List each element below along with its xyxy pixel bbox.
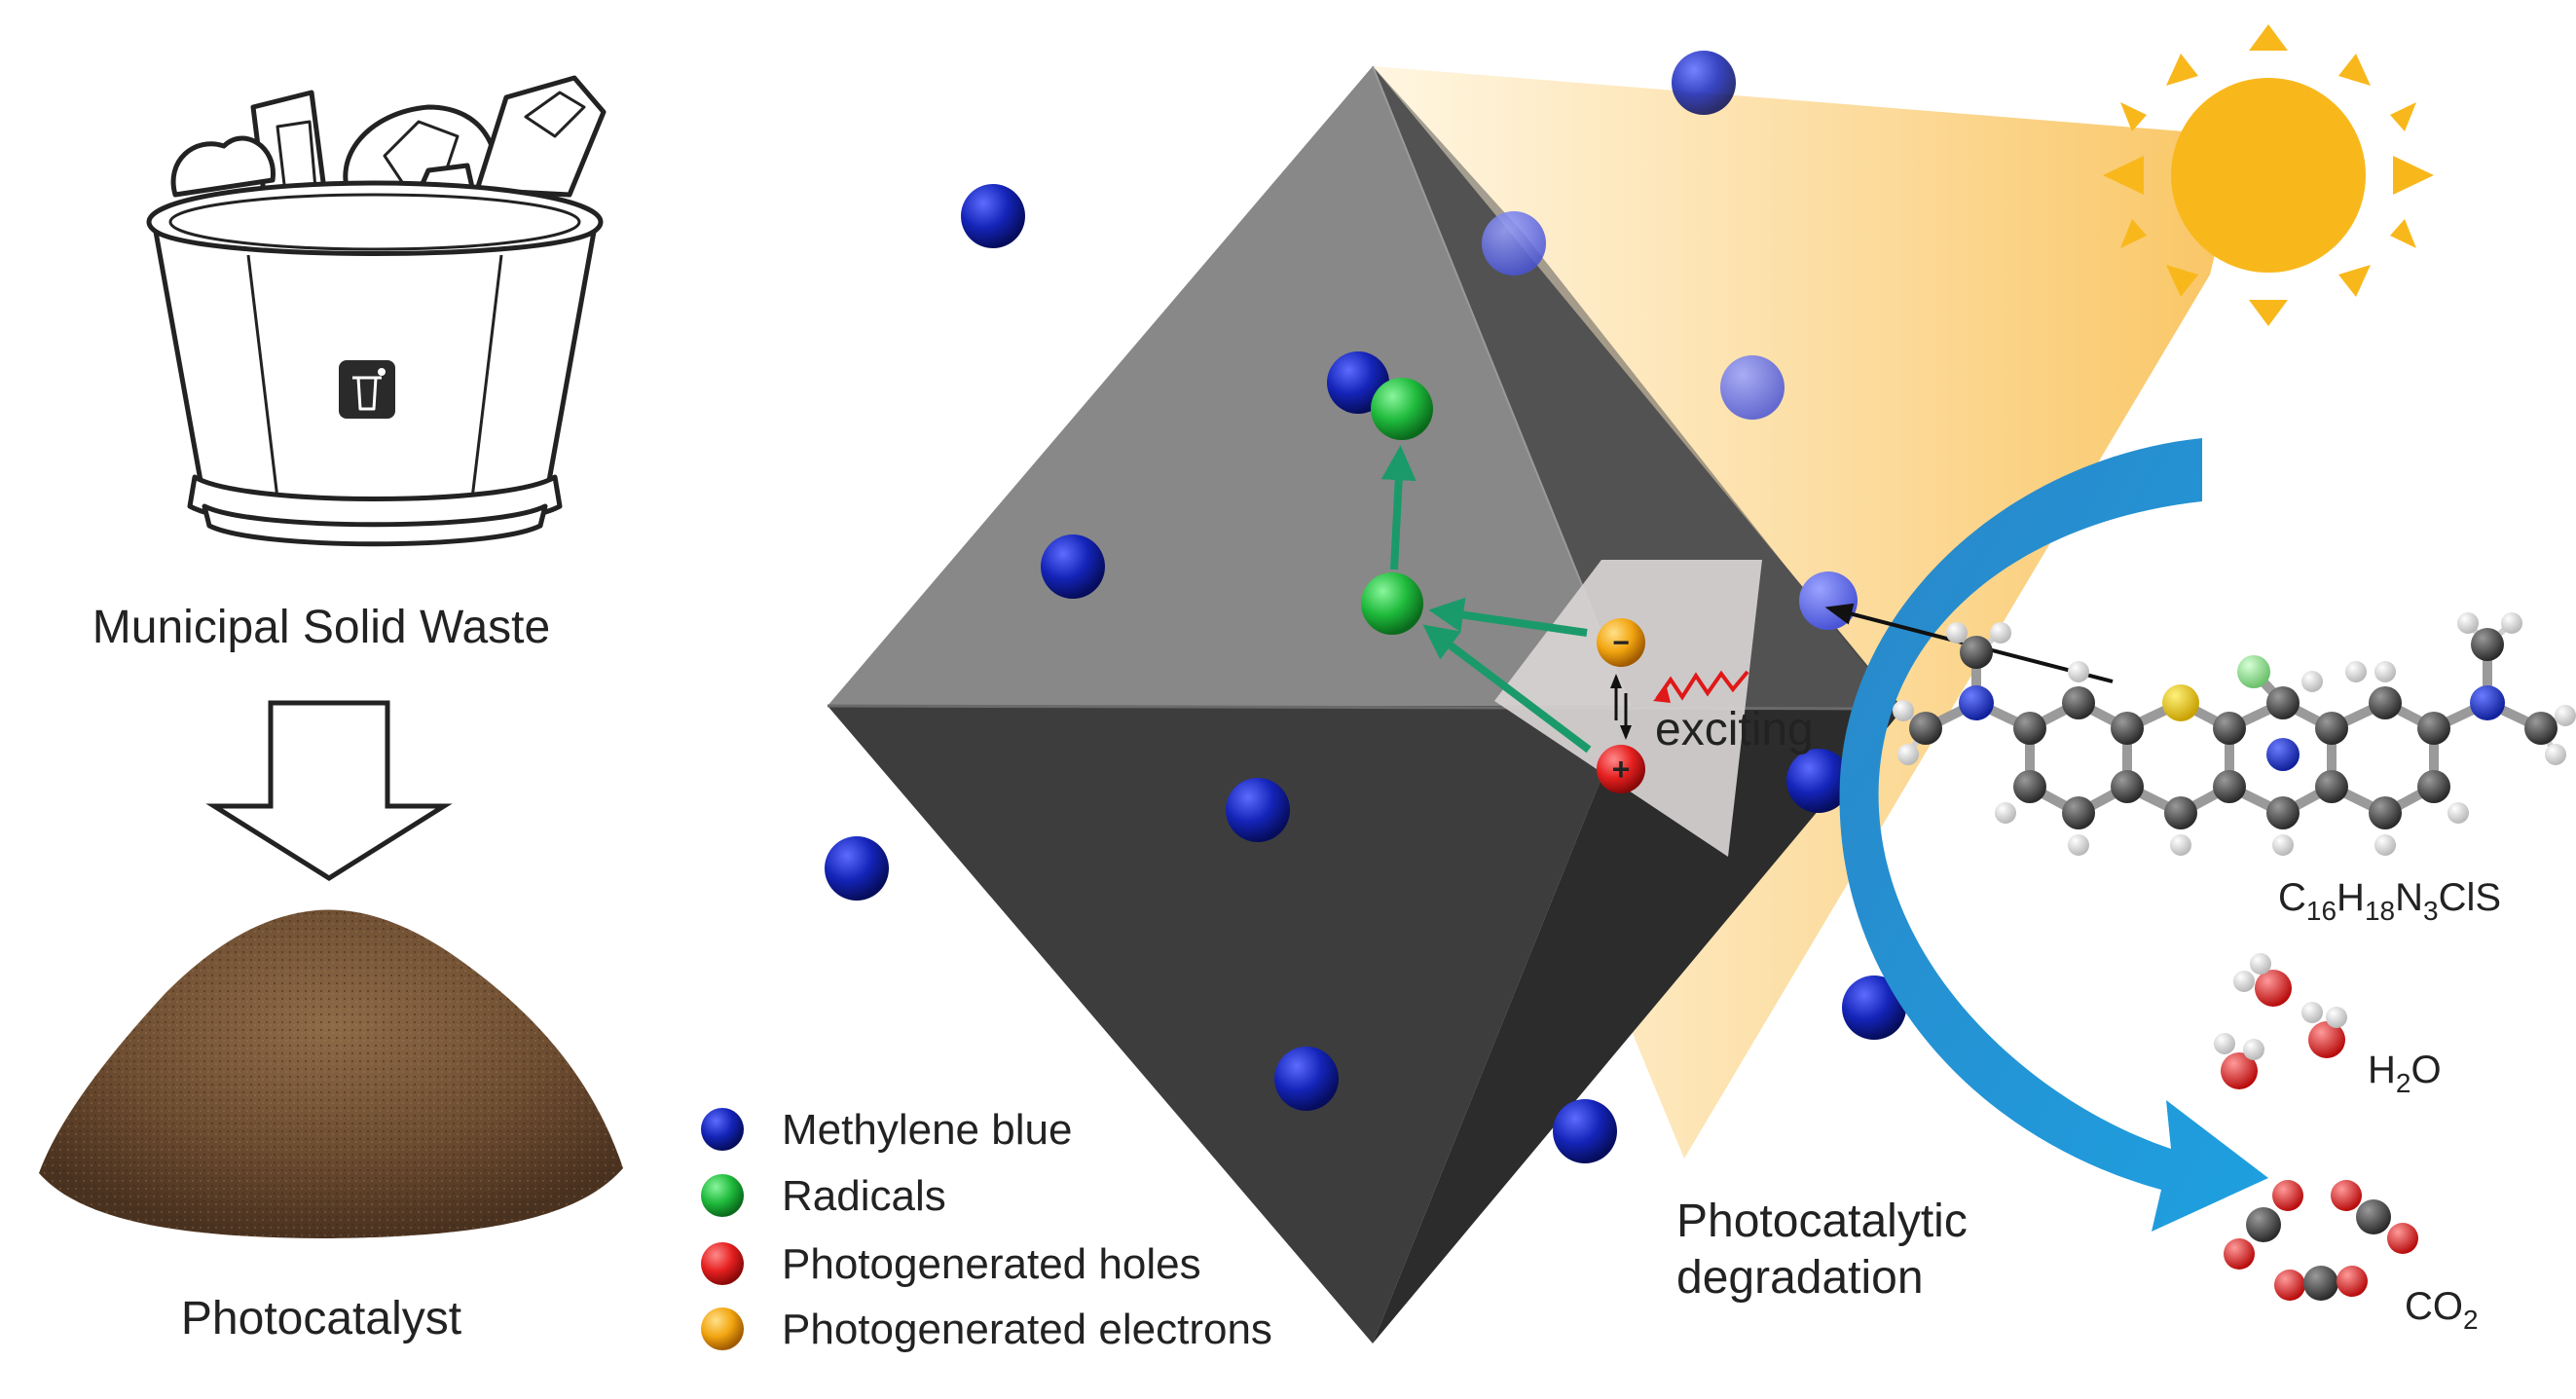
legend-label: Radicals: [782, 1172, 946, 1220]
mb-sphere: [1799, 571, 1858, 630]
legend-label: Methylene blue: [782, 1106, 1072, 1154]
co2-molecule: [2331, 1180, 2418, 1254]
down-arrow-icon: [205, 700, 453, 881]
water-molecule: [2301, 1002, 2347, 1058]
radical-sphere: [1371, 378, 1433, 440]
photocatalyst-powder-pile: [39, 909, 623, 1238]
mb-sphere: [825, 836, 889, 901]
legend-item-holes: Photogenerated holes: [701, 1240, 1201, 1288]
co2-molecule: [2224, 1180, 2303, 1270]
co2-molecules: [2224, 1180, 2418, 1301]
sun-icon: [2103, 24, 2434, 326]
photon-zigzag-icon: [1655, 670, 1749, 701]
legend-swatch: [701, 1307, 744, 1350]
mb-sphere: [1041, 534, 1105, 599]
mb-sphere: [1672, 51, 1736, 115]
water-formula: H2O: [2368, 1049, 2442, 1098]
co2-molecule: [2274, 1266, 2368, 1301]
legend-item-electrons: Photogenerated electrons: [701, 1306, 1272, 1353]
mb-sphere: [1226, 778, 1290, 842]
legend-item-methylene-blue: Methylene blue: [701, 1106, 1072, 1154]
methylene-blue-molecules: [825, 51, 1906, 1163]
waste-label: Municipal Solid Waste: [92, 602, 550, 653]
methylene-blue-molecule-model: [1893, 612, 2576, 856]
electron-charge: −: [1612, 627, 1630, 659]
legend-label: Photogenerated holes: [782, 1240, 1201, 1288]
photocatalyst-label: Photocatalyst: [181, 1293, 461, 1344]
legend-item-radicals: Radicals: [701, 1172, 946, 1220]
degradation-label: Photocatalytic degradation: [1676, 1196, 1980, 1304]
water-molecule: [2233, 953, 2292, 1007]
exciting-label: exciting: [1655, 704, 1814, 755]
legend-label: Photogenerated electrons: [782, 1306, 1272, 1353]
co2-formula: CO2: [2405, 1285, 2479, 1335]
mb-sphere: [1274, 1047, 1339, 1111]
hole-sphere: [1597, 745, 1645, 793]
legend: Methylene blue Radicals Photogenerated h…: [701, 1106, 1272, 1353]
trash-bin-icon: [146, 75, 607, 547]
radical-arrows: [1380, 445, 1592, 754]
legend-swatch: [701, 1242, 744, 1285]
hole-charge: +: [1612, 752, 1631, 787]
electron-sphere: [1597, 618, 1645, 667]
excitation-window: [1494, 560, 1762, 857]
excitation-arrows: [1610, 674, 1632, 740]
mb-sphere: [1553, 1099, 1617, 1163]
mb-sphere: [961, 184, 1025, 248]
degradation-curve-arrow: [1839, 438, 2268, 1232]
legend-swatch: [701, 1174, 744, 1217]
photon-arrowhead: [1653, 687, 1671, 703]
mb-sphere: [1720, 355, 1785, 420]
mb-sphere: [1482, 211, 1546, 276]
mb-sphere: [1786, 749, 1851, 813]
methylene-blue-formula: C16H18N3ClS: [2278, 876, 2501, 926]
water-molecules: [2214, 953, 2347, 1089]
radical-sphere: [1361, 572, 1423, 635]
water-molecule: [2214, 1033, 2264, 1089]
mb-sphere: [1842, 976, 1906, 1040]
legend-swatch: [701, 1108, 744, 1151]
